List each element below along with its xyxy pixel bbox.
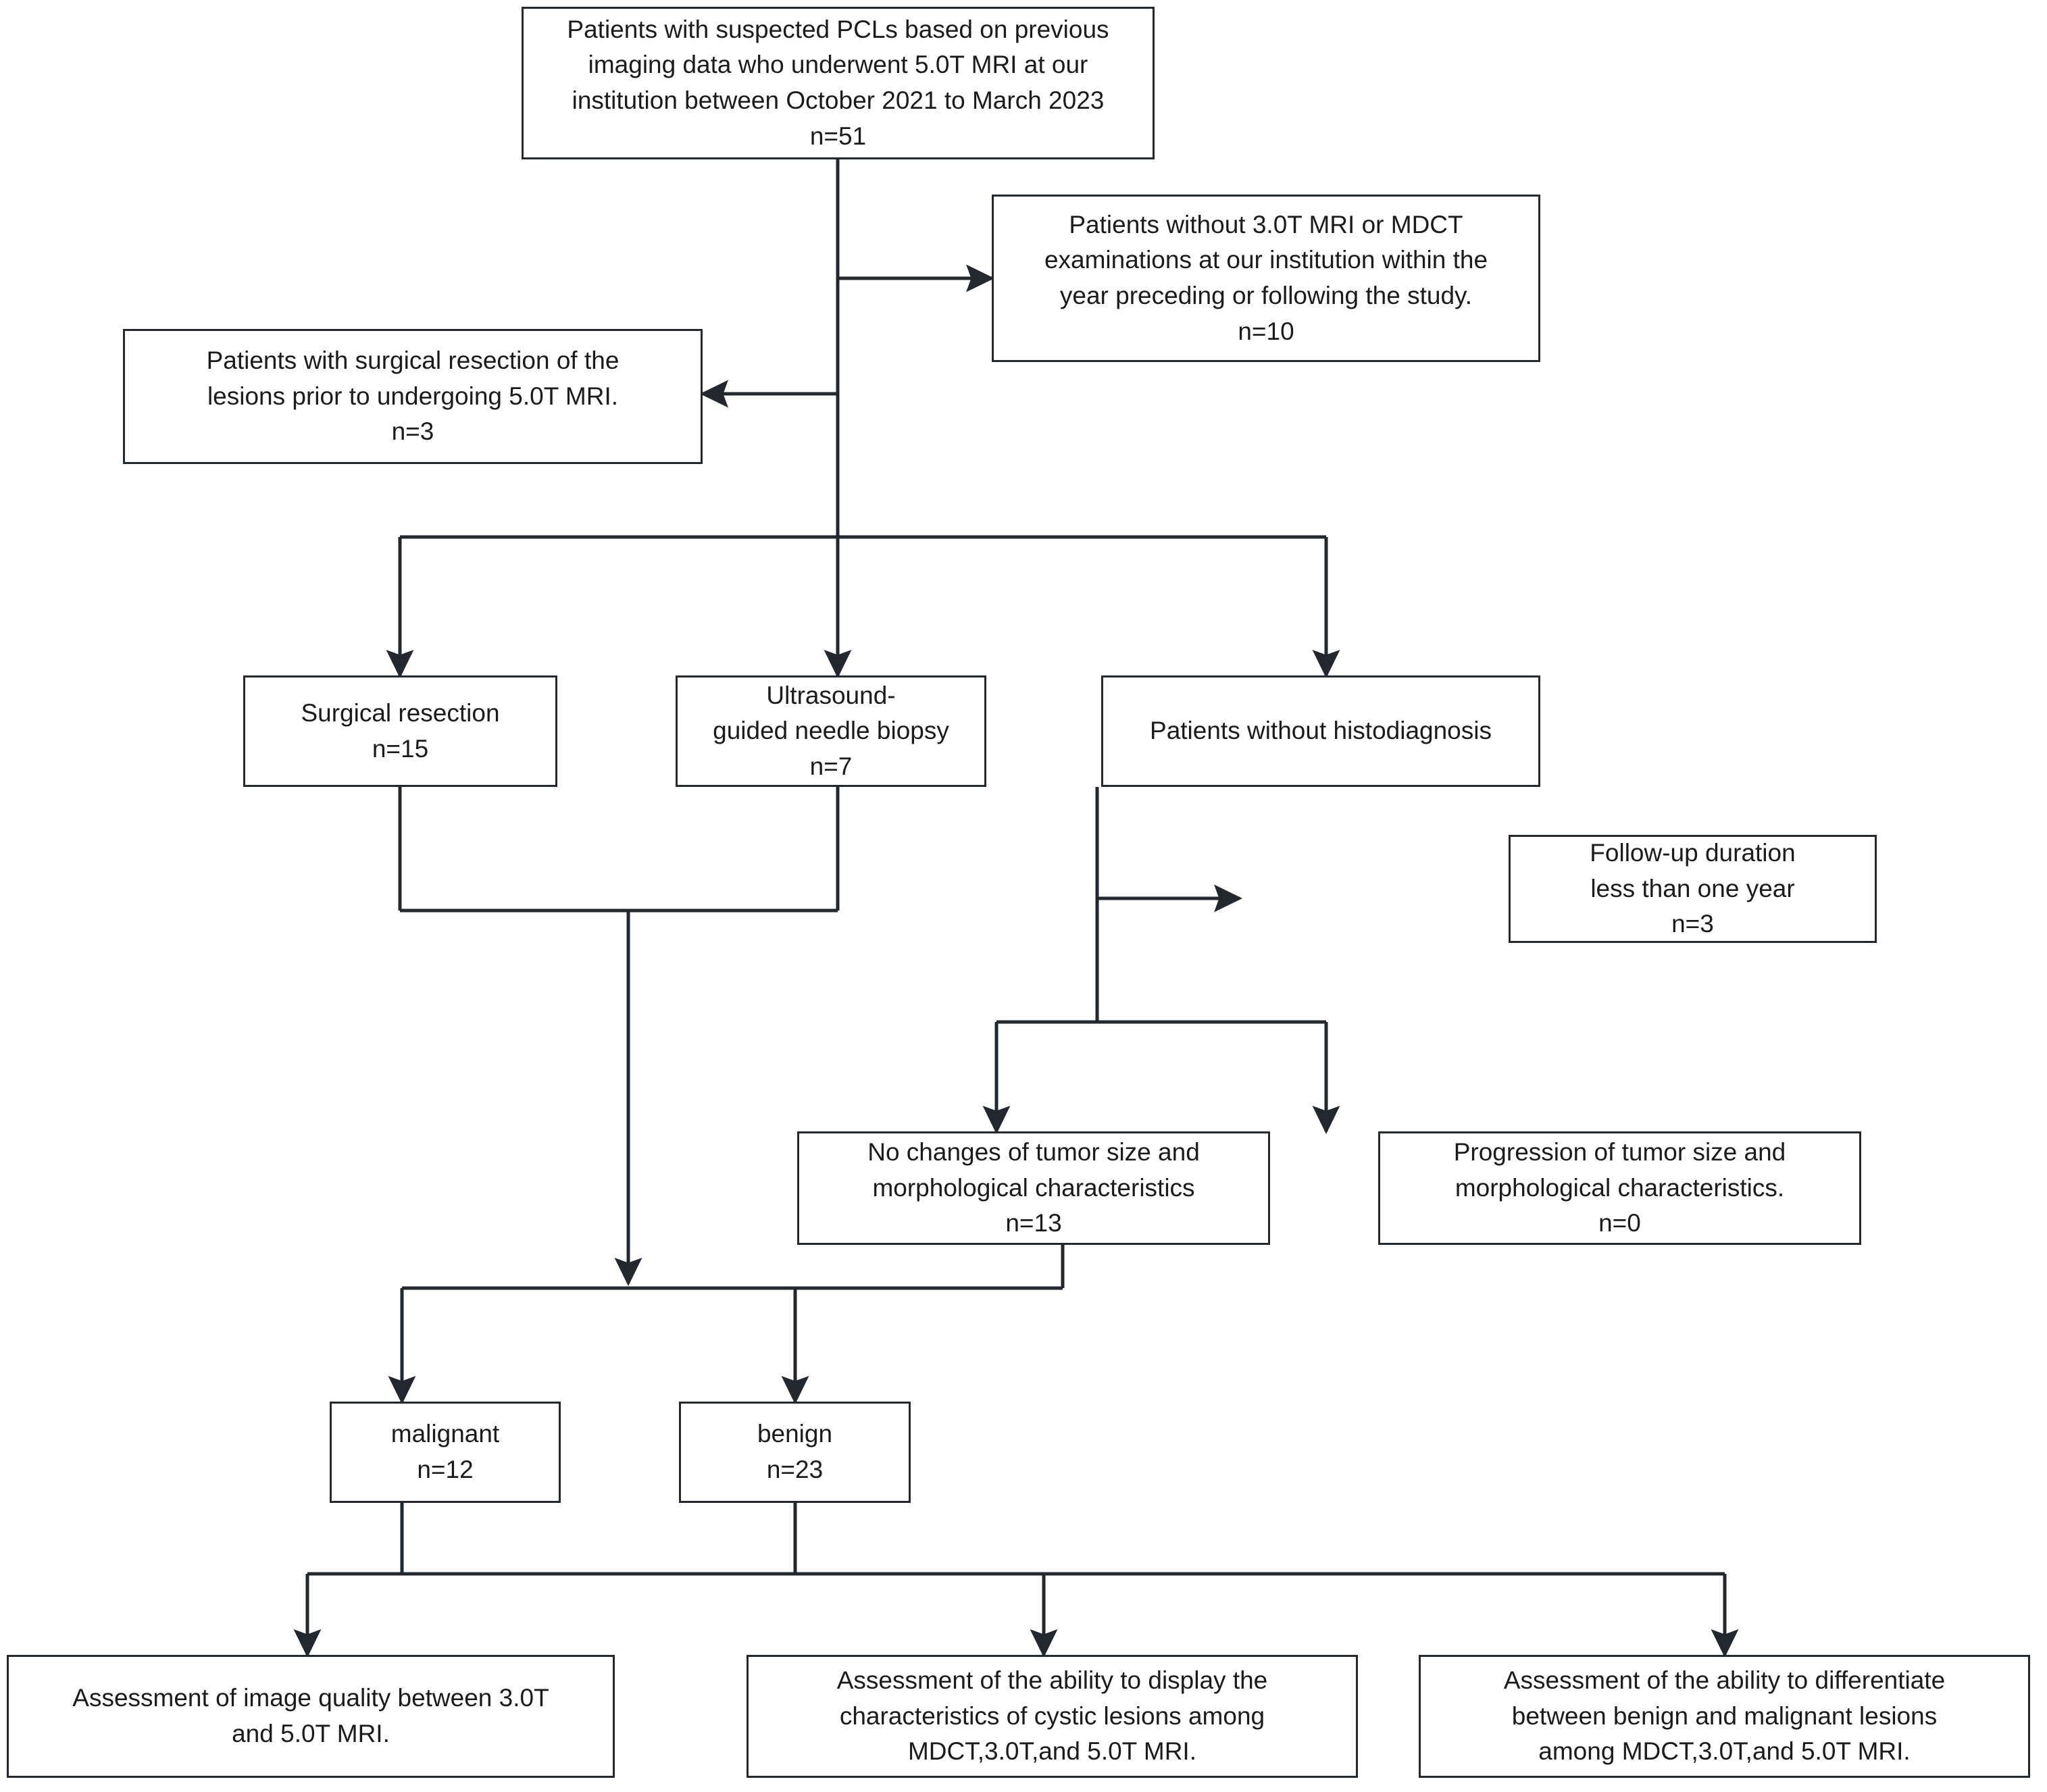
- node-assessment-cystic-characteristics-label: Assessment of the ability to display the…: [836, 1666, 1268, 1766]
- node-enrollment[interactable]: Patients with suspected PCLs based on pr…: [522, 7, 1155, 159]
- node-no-change-label: No changes of tumor size and morphologic…: [867, 1138, 1200, 1237]
- node-exclusion-short-followup-label: Follow-up duration less than one year n=…: [1590, 839, 1796, 938]
- node-progression-label: Progression of tumor size and morphologi…: [1453, 1138, 1786, 1237]
- node-needle-biopsy[interactable]: Ultrasound- guided needle biopsy n=7: [676, 675, 986, 787]
- node-exclusion-prior-resection[interactable]: Patients with surgical resection of the …: [123, 329, 703, 464]
- node-needle-biopsy-label: Ultrasound- guided needle biopsy n=7: [713, 681, 949, 780]
- node-assessment-cystic-characteristics[interactable]: Assessment of the ability to display the…: [747, 1655, 1358, 1778]
- node-exclusion-no-comparison-imaging-label: Patients without 3.0T MRI or MDCT examin…: [1044, 210, 1488, 345]
- node-benign-label: benign n=23: [757, 1420, 833, 1483]
- node-benign[interactable]: benign n=23: [679, 1402, 911, 1503]
- node-exclusion-no-comparison-imaging[interactable]: Patients without 3.0T MRI or MDCT examin…: [992, 195, 1540, 362]
- node-no-change[interactable]: No changes of tumor size and morphologic…: [797, 1131, 1270, 1245]
- node-assessment-image-quality-label: Assessment of image quality between 3.0T…: [72, 1684, 549, 1747]
- node-assessment-differentiation-label: Assessment of the ability to differentia…: [1503, 1666, 1946, 1766]
- node-exclusion-short-followup[interactable]: Follow-up duration less than one year n=…: [1509, 835, 1877, 943]
- node-malignant[interactable]: malignant n=12: [330, 1402, 561, 1503]
- node-surgical-resection-label: Surgical resection n=15: [301, 698, 500, 763]
- node-assessment-differentiation[interactable]: Assessment of the ability to differentia…: [1419, 1655, 2030, 1778]
- node-surgical-resection[interactable]: Surgical resection n=15: [243, 675, 557, 787]
- node-without-histodiagnosis[interactable]: Patients without histodiagnosis: [1101, 675, 1540, 787]
- node-assessment-image-quality[interactable]: Assessment of image quality between 3.0T…: [7, 1655, 615, 1778]
- node-exclusion-prior-resection-label: Patients with surgical resection of the …: [206, 347, 620, 446]
- node-progression[interactable]: Progression of tumor size and morphologi…: [1378, 1131, 1861, 1245]
- node-malignant-label: malignant n=12: [390, 1420, 500, 1483]
- node-enrollment-label: Patients with suspected PCLs based on pr…: [567, 15, 1109, 150]
- node-without-histodiagnosis-label: Patients without histodiagnosis: [1150, 717, 1492, 745]
